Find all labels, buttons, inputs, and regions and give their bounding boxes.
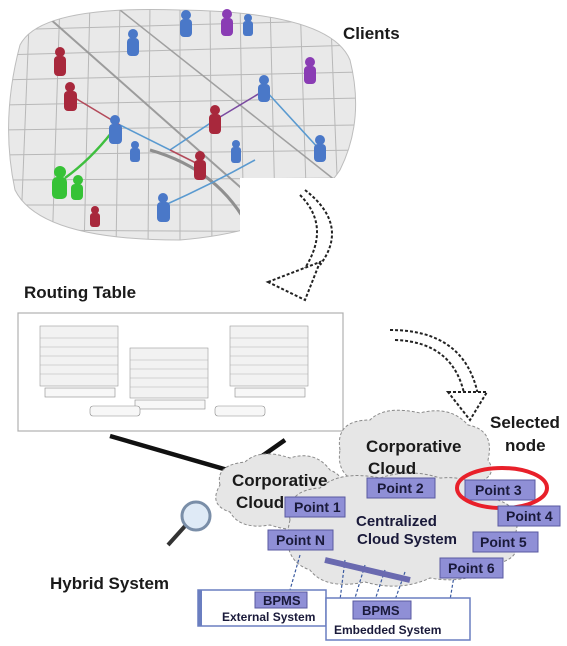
arrow-routing-to-node bbox=[389, 329, 489, 422]
bpms-embedded[interactable]: BPMS Embedded System bbox=[325, 597, 471, 641]
point-5-label: Point 5 bbox=[480, 534, 527, 550]
point-2-label: Point 2 bbox=[377, 480, 424, 496]
cloud-right-label-1: Corporative bbox=[366, 437, 461, 456]
client-figures bbox=[52, 9, 326, 227]
city-map bbox=[8, 8, 360, 250]
point-4[interactable]: Point 4 bbox=[497, 505, 561, 527]
routing-table-label: Routing Table bbox=[24, 283, 137, 302]
bpms-external[interactable]: BPMS External System bbox=[197, 589, 327, 627]
bpms-embedded-subtitle: Embedded System bbox=[334, 623, 441, 637]
point-1-label: Point 1 bbox=[294, 499, 341, 515]
point-3-label: Point 3 bbox=[475, 482, 522, 498]
selected-node-label-2: node bbox=[505, 436, 546, 455]
magnifier-icon bbox=[166, 500, 212, 547]
point-n-label: Point N bbox=[276, 532, 325, 548]
clients-label: Clients bbox=[343, 24, 400, 43]
centralized-label-2: Cloud System bbox=[357, 531, 457, 548]
point-1[interactable]: Point 1 bbox=[284, 496, 346, 518]
bpms-external-title: BPMS bbox=[263, 593, 301, 608]
point-3[interactable]: Point 3 bbox=[464, 479, 536, 501]
hybrid-system-label: Hybrid System bbox=[50, 574, 170, 593]
arrow-clients-to-routing bbox=[265, 189, 333, 302]
cloud-left-label-1: Corporative bbox=[232, 471, 327, 490]
cloud-left-label-2: Cloud bbox=[236, 493, 284, 512]
point-5[interactable]: Point 5 bbox=[472, 531, 539, 553]
point-6-label: Point 6 bbox=[448, 560, 495, 576]
cloud-right-label-2: Cloud bbox=[368, 459, 416, 478]
selected-node-label-1: Selected bbox=[490, 413, 560, 432]
point-6[interactable]: Point 6 bbox=[439, 557, 504, 579]
point-4-label: Point 4 bbox=[506, 508, 553, 524]
bpms-embedded-title: BPMS bbox=[362, 603, 400, 618]
bus-bar bbox=[324, 557, 411, 583]
point-2[interactable]: Point 2 bbox=[366, 477, 436, 499]
bpms-external-subtitle: External System bbox=[222, 610, 315, 624]
centralized-label-1: Centralized bbox=[356, 513, 437, 530]
point-n[interactable]: Point N bbox=[267, 529, 334, 551]
routing-table-panel bbox=[17, 312, 344, 432]
